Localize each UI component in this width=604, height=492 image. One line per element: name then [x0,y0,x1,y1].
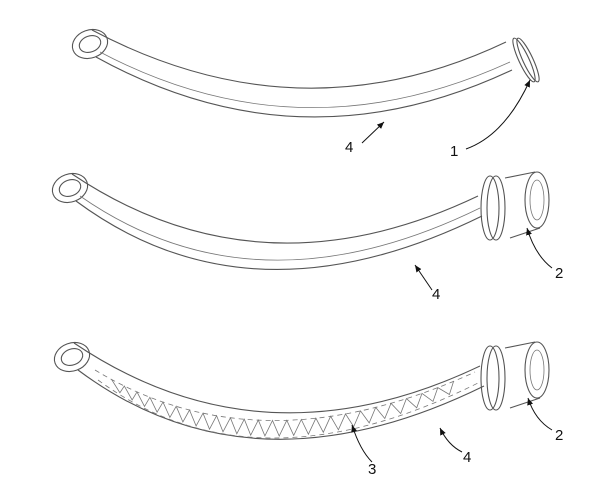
tube-middle [51,171,550,270]
label-bottom-connector: 2 [555,427,563,444]
label-bottom-spring: 3 [368,461,376,478]
connector-middle [480,171,550,241]
connector-bottom [480,341,550,411]
label-middle-connector: 2 [555,265,563,282]
tube-bottom [53,341,550,440]
label-middle-tube-body: 4 [432,286,440,303]
label-top-flange: 1 [450,143,458,160]
label-bottom-tube-body: 4 [463,449,471,466]
tube-top [71,28,540,118]
spring-coil [111,379,454,437]
label-top-tube-body: 4 [345,139,353,156]
flange-top [512,37,540,83]
